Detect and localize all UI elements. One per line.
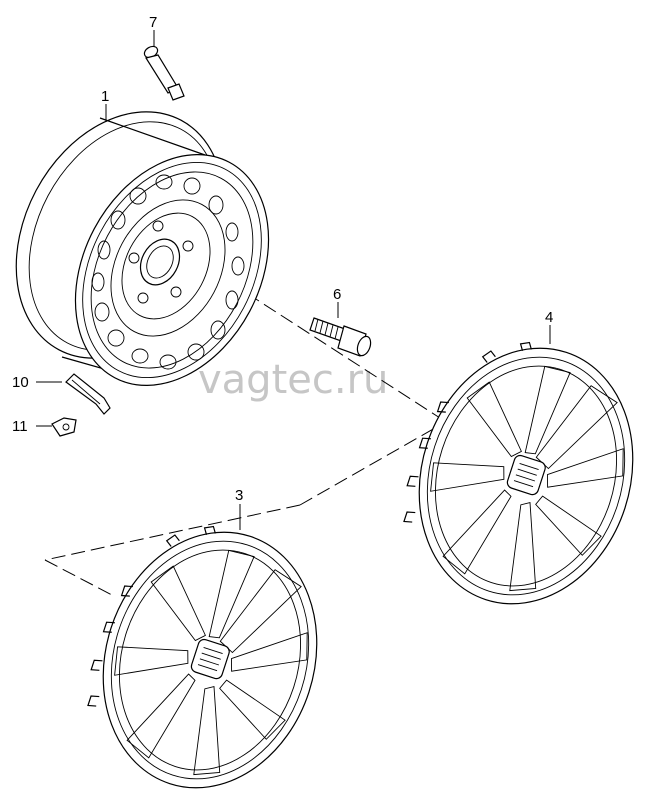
callout-10: 10	[12, 374, 29, 391]
callout-1: 1	[101, 88, 109, 105]
balance-weight-icon[interactable]	[65, 373, 111, 415]
callout-7: 7	[149, 14, 157, 31]
callout-3: 3	[235, 487, 243, 504]
callout-4: 4	[545, 309, 553, 326]
wheel-cover-3-icon[interactable]	[65, 502, 349, 800]
tyre-valve-icon[interactable]	[142, 44, 185, 101]
callout-6: 6	[333, 286, 341, 303]
callout-leaders	[36, 30, 551, 530]
watermark-text: vagtec.ru	[198, 357, 388, 403]
balance-weight-clip-icon[interactable]	[51, 417, 77, 437]
steel-wheel-icon[interactable]	[0, 76, 307, 419]
wheel-bolt-icon[interactable]	[309, 317, 373, 357]
callout-11: 11	[12, 418, 28, 435]
wheel-cover-4-icon[interactable]	[381, 318, 645, 631]
